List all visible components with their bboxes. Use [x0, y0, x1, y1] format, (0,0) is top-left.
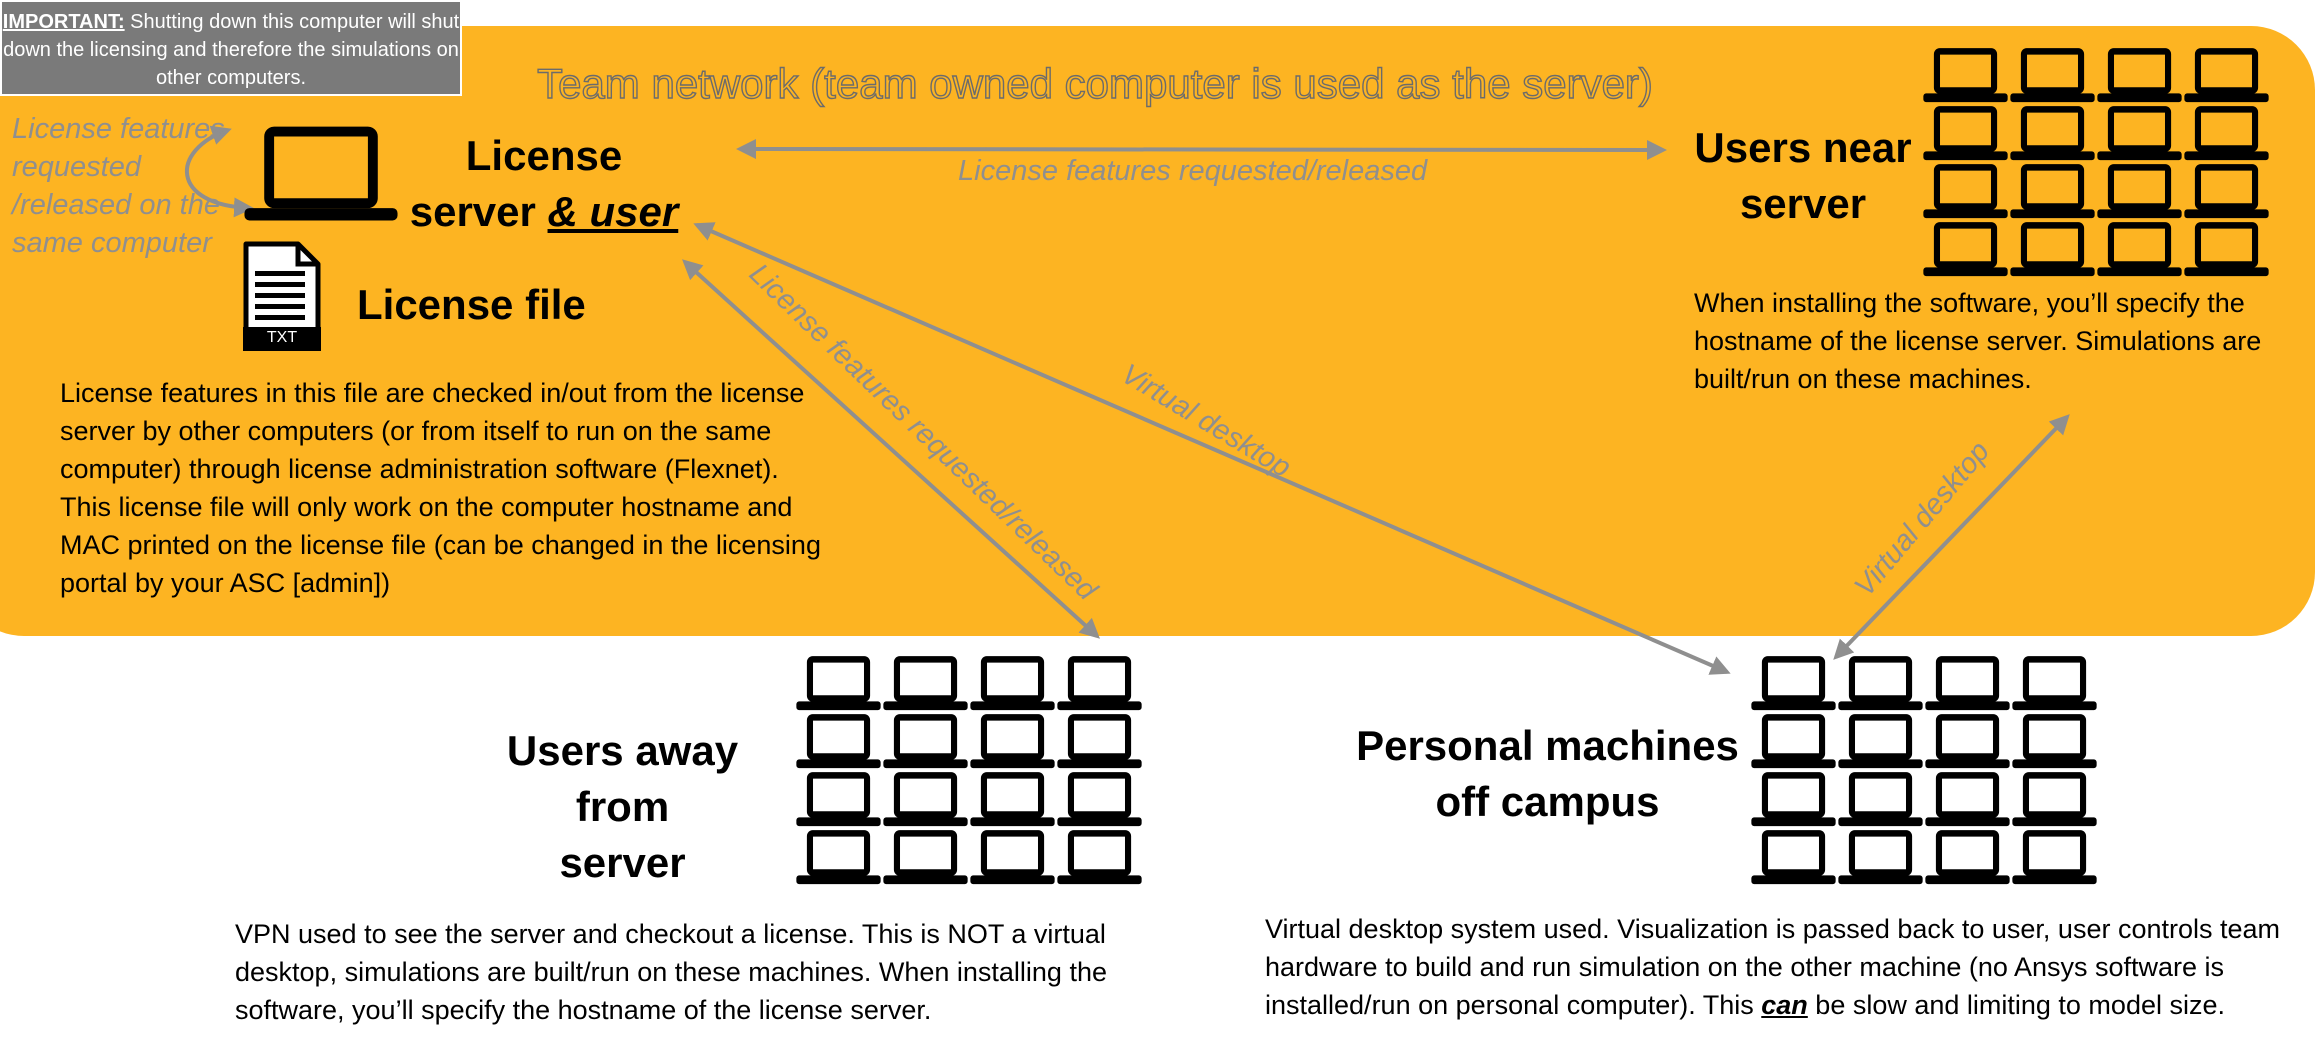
laptop-icon	[2011, 829, 2098, 887]
laptop-icon	[882, 655, 969, 713]
personal-machines-label-line2: off campus	[1435, 778, 1660, 825]
laptop-icon	[1922, 47, 2009, 105]
laptop-icon	[1924, 771, 2011, 829]
laptop-icon	[1837, 829, 1924, 887]
laptop-icon	[969, 713, 1056, 771]
laptop-icon	[1056, 713, 1143, 771]
laptop-icon	[2009, 163, 2096, 221]
license-server-label-line2: server	[409, 188, 548, 235]
laptop-icon	[2183, 221, 2270, 279]
personal-machines-description: Virtual desktop system used. Visualizati…	[1265, 910, 2285, 1024]
important-note-emphasis: IMPORTANT:	[2, 11, 125, 33]
users-away-description: VPN used to see the server and checkout …	[235, 919, 1107, 1025]
laptop-icon	[2011, 713, 2098, 771]
arrow-personal-near	[1833, 414, 2070, 660]
laptop-icon	[795, 655, 882, 713]
important-note: IMPORTANT: Shutting down this computer w…	[0, 0, 462, 96]
laptop-icon	[1922, 105, 2009, 163]
laptop-icon	[795, 771, 882, 829]
personal-machines-description-prefix: Virtual desktop system used. Visualizati…	[1265, 914, 2281, 1020]
laptop-icon	[2009, 221, 2096, 279]
laptop-icon	[2011, 771, 2098, 829]
users-away-label: Users away from server	[455, 723, 790, 891]
personal-machines-laptop-grid	[1750, 655, 2098, 887]
laptop-icon	[795, 829, 882, 887]
laptop-icon	[969, 655, 1056, 713]
users-near-description: When installing the software, you’ll spe…	[1694, 288, 2262, 394]
laptop-icon	[2009, 47, 2096, 105]
users-near-label: Users near server	[1688, 120, 1918, 232]
laptop-icon	[1750, 655, 1837, 713]
laptop-icon	[2183, 163, 2270, 221]
laptop-icon	[969, 829, 1056, 887]
laptop-icon	[1837, 713, 1924, 771]
users-away-label-line2: server	[559, 839, 686, 886]
laptop-icon	[1056, 655, 1143, 713]
personal-machines-description-suffix: be slow and limiting to model size.	[1807, 990, 2225, 1020]
laptop-icon	[2096, 221, 2183, 279]
laptop-icon	[2096, 47, 2183, 105]
users-near-laptop-grid	[1922, 47, 2270, 279]
laptop-icon	[1750, 829, 1837, 887]
laptop-icon	[2096, 105, 2183, 163]
self-checkout-arrow	[184, 125, 254, 218]
laptop-icon	[1924, 655, 2011, 713]
team-network-title: Team network (team owned computer is use…	[536, 59, 1653, 107]
license-server-label-line1: License	[465, 132, 623, 179]
laptop-icon	[2009, 105, 2096, 163]
license-server-laptop-icon	[242, 126, 400, 226]
laptop-icon	[969, 771, 1056, 829]
personal-machines-label: Personal machines off campus	[1355, 718, 1740, 830]
laptop-icon	[1922, 221, 2009, 279]
laptop-icon	[882, 771, 969, 829]
laptop-icon	[795, 713, 882, 771]
laptop-icon	[1750, 713, 1837, 771]
users-near-label-line2: server	[1739, 180, 1867, 227]
important-note-text: Shutting down this computer will shut do…	[3, 11, 460, 89]
self-checkout-note: License features requested /released on …	[12, 113, 225, 259]
laptop-icon	[882, 829, 969, 887]
license-server-label: License server & user	[404, 128, 684, 240]
laptop-icon	[1924, 829, 2011, 887]
laptop-icon	[2183, 47, 2270, 105]
laptop-icon	[2011, 655, 2098, 713]
laptop-icon	[1837, 771, 1924, 829]
laptop-icon	[1837, 655, 1924, 713]
laptop-icon	[1922, 163, 2009, 221]
laptop-icon	[882, 713, 969, 771]
license-file-badge: TXT	[266, 329, 298, 346]
license-server-user-emphasis: & user	[547, 188, 679, 235]
arrow-server-personal	[693, 222, 1731, 675]
users-near-label-line1: Users near	[1694, 124, 1912, 171]
license-file-document-icon: TXT	[243, 241, 321, 351]
laptop-icon	[1056, 771, 1143, 829]
laptop-icon	[1750, 771, 1837, 829]
users-away-label-line1: Users away from	[506, 727, 739, 830]
users-away-laptop-grid	[795, 655, 1143, 887]
laptop-icon	[1056, 829, 1143, 887]
laptop-icon	[1924, 713, 2011, 771]
license-file-description: License features in this file are checke…	[60, 378, 821, 598]
laptop-icon	[2096, 163, 2183, 221]
license-file-label: License file	[357, 281, 586, 328]
arrow-label-server-near: License features requested/released	[958, 155, 1428, 187]
personal-machines-label-line1: Personal machines	[1356, 722, 1739, 769]
laptop-icon	[2183, 105, 2270, 163]
arrow-server-near	[736, 139, 1667, 160]
personal-machines-description-emphasis: can	[1761, 990, 1808, 1020]
